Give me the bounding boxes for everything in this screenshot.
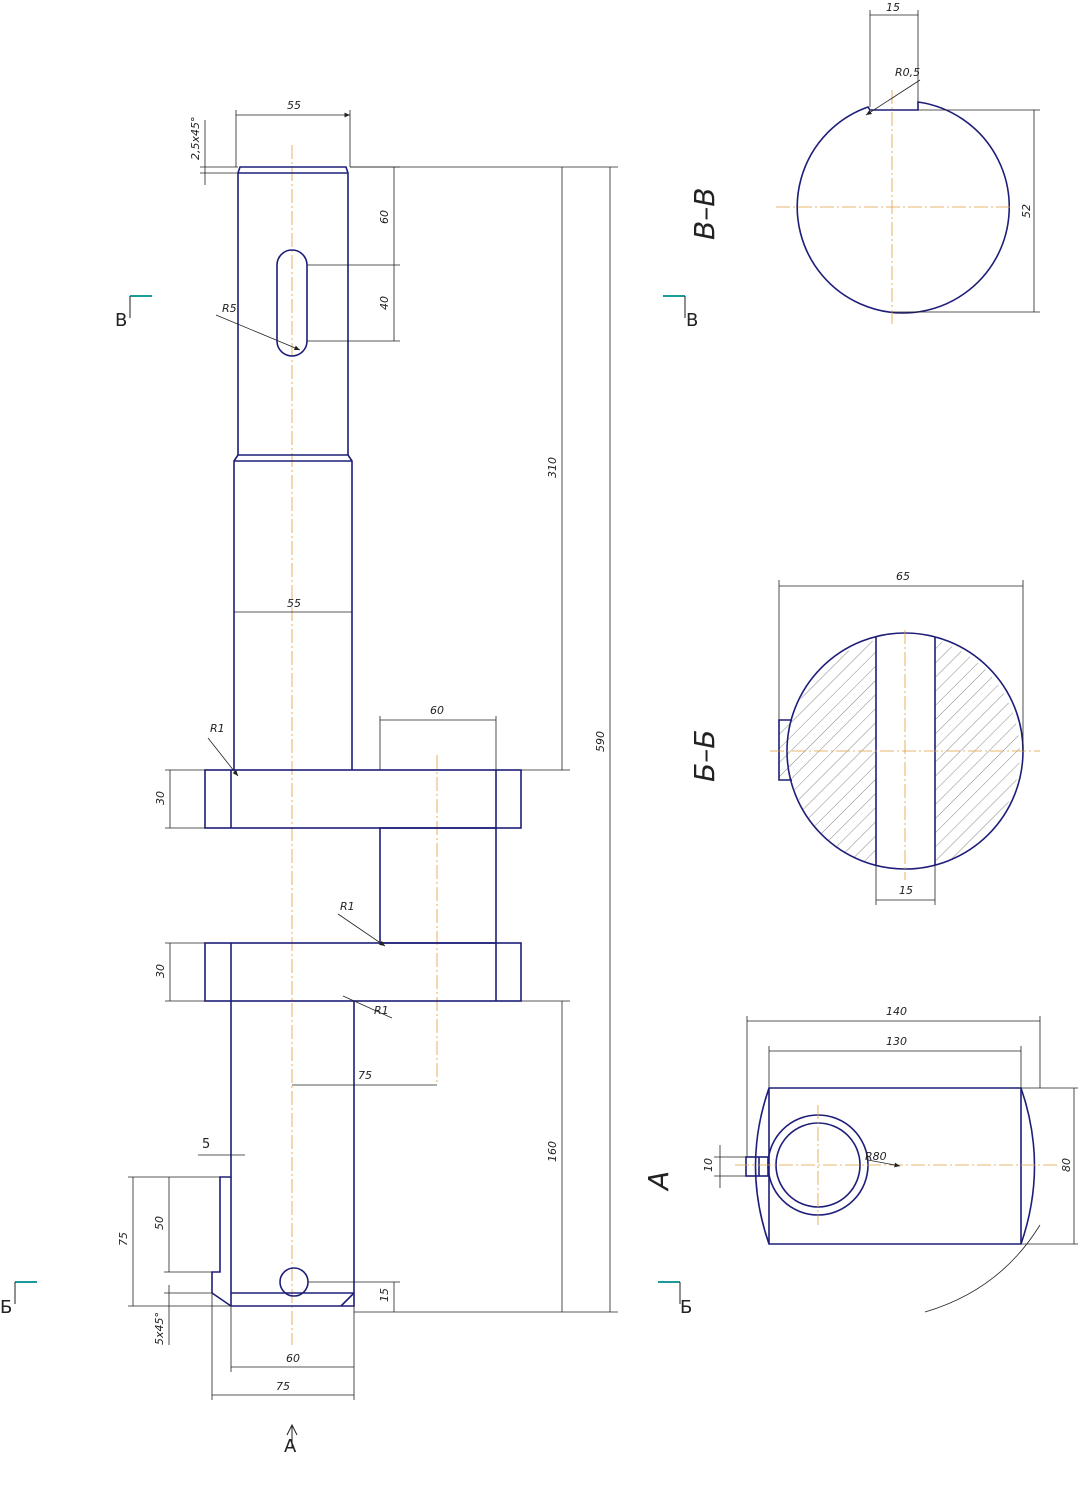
section-vv-title: В–В: [688, 188, 721, 240]
dim-web-width: 60: [430, 704, 444, 717]
dim-slot-radius: R5: [222, 302, 237, 315]
cut-marks: В В Б Б А: [0, 295, 698, 1457]
dim-hole-15: 15: [378, 1288, 391, 1302]
vv-key-width: 15: [886, 1, 900, 14]
section-bb-title: Б–Б: [688, 730, 721, 782]
bb-diameter: 65: [896, 570, 910, 583]
bb-slot: 15: [899, 884, 913, 897]
a-key-10: 10: [702, 1158, 715, 1172]
dim-flange-2: 30: [154, 964, 167, 978]
section-bb: Б–Б 65 15: [688, 570, 1040, 905]
cut-label-b-left: Б: [0, 1297, 12, 1318]
dim-flange-1: 30: [154, 791, 167, 805]
view-a: А 140 130 R80 10 80: [642, 1005, 1078, 1313]
dim-slot-offset: 60: [378, 210, 391, 224]
cut-label-a-bottom: А: [284, 1436, 297, 1457]
dim-top-width: 55: [287, 99, 301, 112]
cut-label-v-right: В: [686, 310, 698, 331]
dim-length-160: 160: [546, 1141, 559, 1162]
a-width-130: 130: [886, 1035, 907, 1048]
dim-height-50: 50: [153, 1216, 166, 1230]
view-a-title: А: [642, 1171, 675, 1192]
dim-length-590: 590: [594, 731, 607, 752]
crank-arm-upper: [204, 769, 522, 829]
a-height-80: 80: [1060, 1158, 1073, 1172]
cross-hole: [279, 1267, 309, 1297]
dim-shaft-width: 55: [287, 597, 301, 610]
dim-bottom-75: 75: [276, 1380, 290, 1393]
dim-fillet-2: R1: [340, 900, 355, 913]
dim-step-5: 5: [202, 1137, 210, 1152]
cut-label-b-right: Б: [680, 1297, 692, 1318]
keyway-slot: [276, 249, 308, 357]
dim-offset-75: 75: [358, 1069, 372, 1082]
vv-diameter: 52: [1020, 204, 1033, 218]
dim-chamfer-bottom: 5x45°: [153, 1312, 166, 1345]
a-radius: R80: [865, 1150, 887, 1163]
crank-pin: [379, 827, 497, 944]
lower-shaft: [211, 1001, 355, 1307]
section-vv-profile: [796, 101, 1011, 314]
dim-chamfer-top: 2,5x45°: [189, 116, 202, 160]
dim-bottom-60: 60: [286, 1352, 300, 1365]
a-width-140: 140: [886, 1005, 907, 1018]
dim-height-75: 75: [117, 1232, 130, 1246]
dim-fillet-1: R1: [210, 722, 225, 735]
dim-slot-length: 40: [378, 296, 391, 310]
view-a-outline: [754, 1087, 1036, 1245]
upper-shaft: [237, 166, 349, 456]
crank-arm-lower: [204, 942, 522, 1002]
cut-label-v-left: В: [115, 310, 127, 331]
section-vv: В–В 15 R0,5 52: [688, 1, 1040, 325]
vv-radius: R0,5: [895, 66, 920, 79]
dim-fillet-3: R1: [374, 1004, 389, 1017]
dim-length-310: 310: [546, 457, 559, 478]
main-view: 55 2,5x45° 60 40 R5 55 310 590 60: [117, 99, 618, 1400]
